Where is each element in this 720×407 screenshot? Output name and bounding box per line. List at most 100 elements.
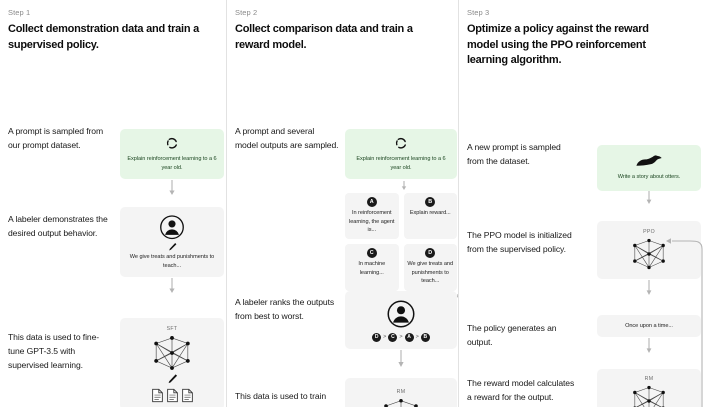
step-3-art-2: PPO <box>597 220 701 297</box>
flow-arrow-down-icon <box>646 337 652 353</box>
step-1-art-1: Explain reinforcement learning to a 6 ye… <box>120 129 224 197</box>
step-2-title: Collect comparison data and train a rewa… <box>235 23 413 51</box>
prompt-box: Explain reinforcement learning to a 6 ye… <box>120 129 224 180</box>
step-3-row-4: The reward model calculates a reward for… <box>467 377 710 405</box>
neural-network-icon <box>384 398 418 407</box>
step-2-row-3: This data is used to train our reward mo… <box>235 390 448 407</box>
step-3-art-3: Once upon a time... <box>597 314 701 355</box>
step-2-art-2: D > C > A > B <box>345 291 457 369</box>
rm-tag: RM <box>644 375 654 382</box>
step-1-art-3: SFT <box>120 318 224 407</box>
rank-badge-3: A <box>404 332 414 342</box>
step-3-art-4: RM <box>597 368 701 407</box>
step-3-label: Step 3 <box>467 8 490 17</box>
step-3-caption-1: A new prompt is sampled from the dataset… <box>467 141 561 166</box>
otter-icon <box>636 155 662 166</box>
pencil-icon <box>168 374 177 383</box>
labeler-ranking-box: D > C > A > B <box>345 291 457 350</box>
document-group <box>151 388 194 403</box>
ppo-tag: PPO <box>643 228 655 235</box>
prompt-box: Write a story about otters. <box>597 144 701 191</box>
output-card-b: B Explain reward... <box>403 193 457 240</box>
flow-arrow-down-icon <box>169 278 175 294</box>
neural-network-icon <box>154 335 190 370</box>
output-badge: C <box>366 248 377 259</box>
prompt-text: Explain reinforcement learning to a 6 ye… <box>356 156 446 171</box>
step-1-label: Step 1 <box>8 8 31 17</box>
step-3-panel: Step 3 Optimize a policy against the rew… <box>458 0 720 407</box>
step-3-caption-3: The policy generates an output. <box>467 322 557 347</box>
sft-model-box: SFT <box>120 318 224 407</box>
labeler-demo-text: We give treats and punishments to teach.… <box>129 254 215 269</box>
ppo-feedback-loop-arrow <box>666 238 703 407</box>
step-2-caption-3: This data is used to train our reward mo… <box>235 391 327 407</box>
rank-badge-2: C <box>388 332 398 342</box>
rank-badge-4: B <box>420 332 430 342</box>
step-1-panel: Step 1 Collect demonstration data and tr… <box>0 0 226 407</box>
recycle-loop-icon <box>395 138 406 149</box>
step-2-art-1: Explain reinforcement learning to a 6 ye… <box>345 129 463 318</box>
step-2-art-3: RM D <box>345 378 457 407</box>
pencil-icon <box>168 242 176 251</box>
output-card-d: D We give treats and punishments to teac… <box>403 244 457 291</box>
step-2-row-1: A prompt and several model outputs are s… <box>235 125 448 153</box>
step-3-caption-4: The reward model calculates a reward for… <box>467 377 575 402</box>
output-card-c: C In machine learning... <box>345 244 399 291</box>
output-badge: B <box>425 197 436 208</box>
policy-output-text: Once upon a time... <box>625 322 673 329</box>
output-text: In reinforcement learning, the agent is.… <box>349 210 395 233</box>
step-1-caption-3: This data is used to fine-tune GPT-3.5 w… <box>8 332 100 371</box>
document-icon <box>181 388 193 402</box>
prompt-text: Write a story about otters. <box>617 174 681 181</box>
step-1-caption-2: A labeler demonstrates the desired outpu… <box>8 214 108 239</box>
prompt-box: Explain reinforcement learning to a 6 ye… <box>345 129 457 180</box>
step-1-art-2: We give treats and punishments to teach.… <box>120 207 224 295</box>
step-2-row-2: A labeler ranks the outputs from best to… <box>235 296 448 324</box>
labeler-person-icon <box>387 300 415 328</box>
rank-gt: > <box>399 334 403 341</box>
rm-model-box: RM <box>597 368 701 407</box>
model-outputs-grid: A In reinforcement learning, the agent i… <box>345 193 457 291</box>
output-text: Explain reward... <box>409 210 451 217</box>
flow-arrow-down-icon <box>646 279 652 295</box>
step-3-row-2: The PPO model is initialized from the su… <box>467 229 710 257</box>
flow-arrow-down-icon <box>401 181 407 191</box>
step-1-title: Collect demonstration data and train a s… <box>8 23 199 51</box>
step-1-row-1: A prompt is sampled from our prompt data… <box>8 125 216 153</box>
document-icon <box>151 388 163 402</box>
step-2-caption-2: A labeler ranks the outputs from best to… <box>235 297 335 322</box>
step-2-label: Step 2 <box>235 8 258 17</box>
rm-tag: RM <box>396 388 406 395</box>
recycle-loop-icon <box>166 138 177 149</box>
step-2-caption-1: A prompt and several model outputs are s… <box>235 126 339 151</box>
flow-arrow-down-icon <box>646 190 652 204</box>
output-card-a: A In reinforcement learning, the agent i… <box>345 193 399 240</box>
output-text: We give treats and punishments to teach.… <box>407 261 454 285</box>
output-badge: A <box>366 197 377 208</box>
document-icon <box>166 388 178 402</box>
prompt-text: Explain reinforcement learning to a 6 ye… <box>127 156 217 171</box>
step-1-row-2: A labeler demonstrates the desired outpu… <box>8 213 216 241</box>
step-3-title: Optimize a policy against the reward mod… <box>467 23 649 67</box>
flow-arrow-down-icon <box>398 350 404 368</box>
rank-gt: > <box>415 334 419 341</box>
labeler-demo-box: We give treats and punishments to teach.… <box>120 207 224 278</box>
rm-model-box: RM D <box>345 378 457 407</box>
sft-tag: SFT <box>166 325 178 332</box>
output-text: In machine learning... <box>358 261 386 276</box>
step-3-row-1: A new prompt is sampled from the dataset… <box>467 141 710 169</box>
rank-gt: > <box>383 334 387 341</box>
neural-network-icon <box>633 238 665 269</box>
ppo-model-box: PPO <box>597 220 701 279</box>
labeler-person-icon <box>160 215 184 240</box>
policy-output-box: Once upon a time... <box>597 314 701 337</box>
step-2-panel: Step 2 Collect comparison data and train… <box>226 0 459 407</box>
rank-badge-1: D <box>372 332 382 342</box>
step-3-row-3: The policy generates an output. <box>467 322 710 350</box>
step-1-row-3: This data is used to fine-tune GPT-3.5 w… <box>8 331 216 373</box>
flow-arrow-down-icon <box>169 180 175 196</box>
step-3-caption-2: The PPO model is initialized from the su… <box>467 229 572 254</box>
step-3-art-1: Write a story about otters. <box>597 144 701 205</box>
output-badge: D <box>425 248 436 259</box>
